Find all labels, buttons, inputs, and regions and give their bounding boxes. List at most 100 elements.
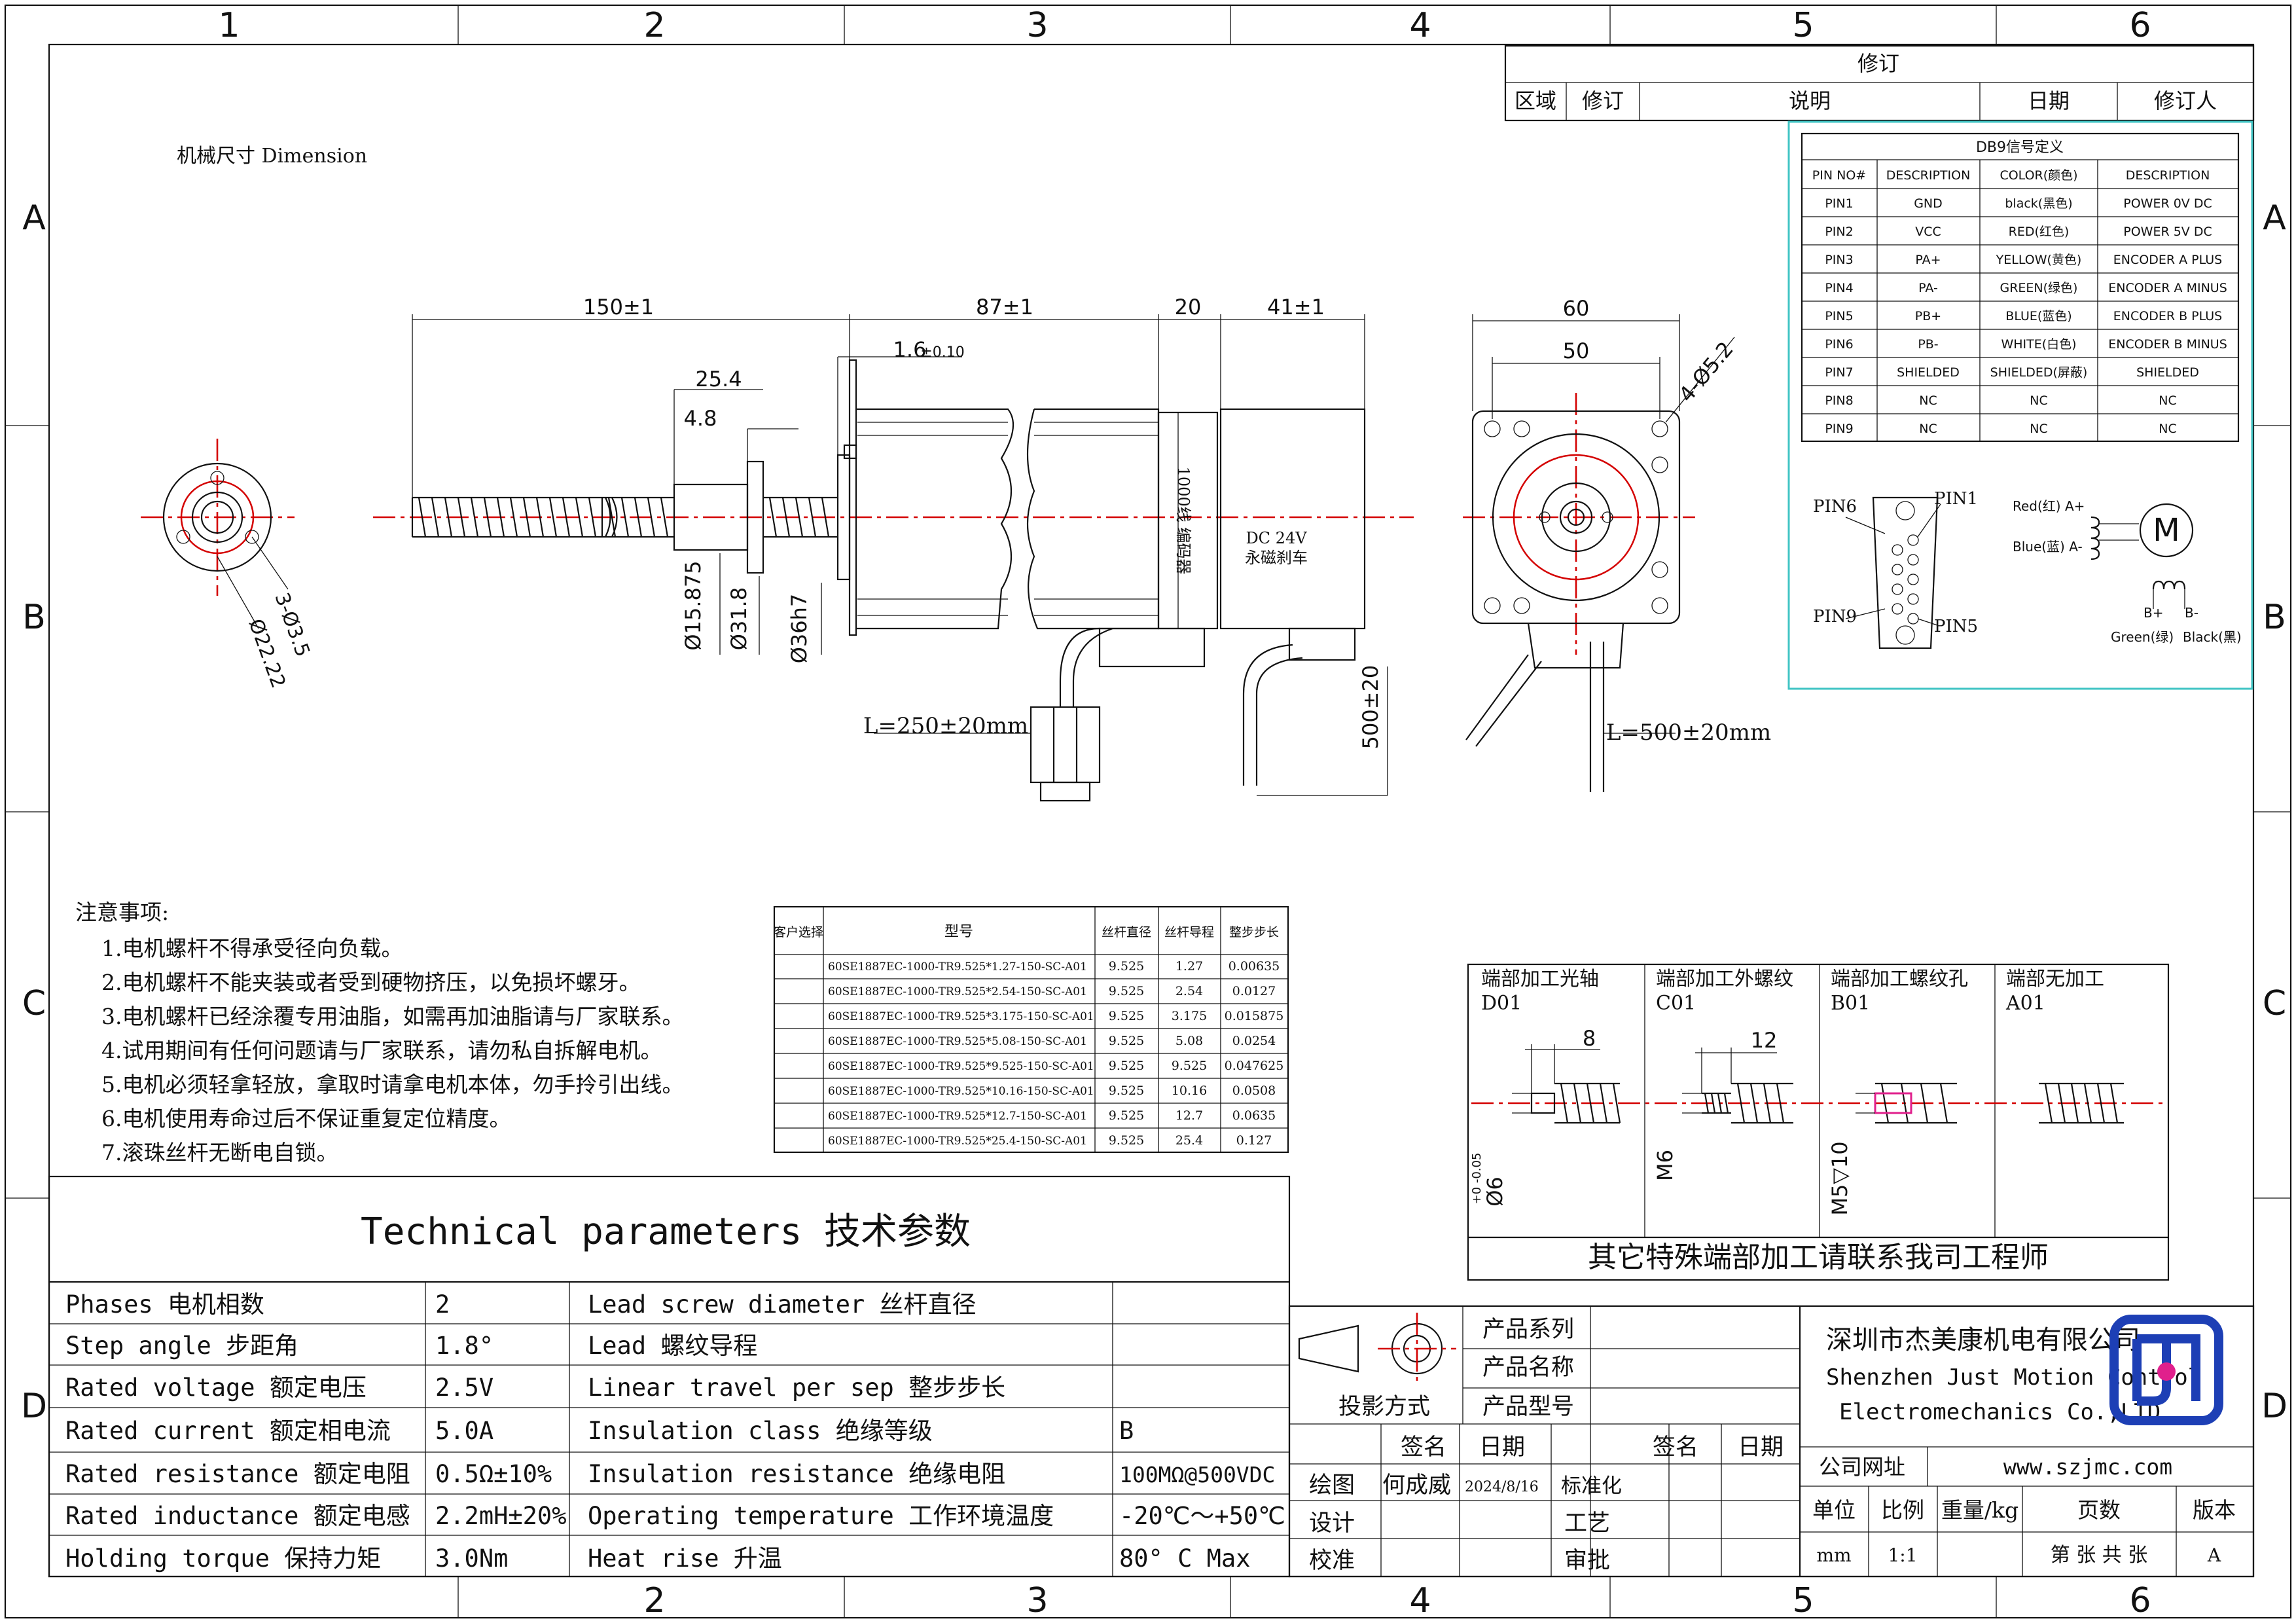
model-cell: 2.54	[1175, 984, 1203, 998]
end-title: 端部无加工	[2006, 968, 2104, 991]
db9-cell: PB+	[1915, 309, 1941, 323]
zone-col-4-bottom: 4	[1409, 1581, 1431, 1620]
note-item: 6.电机使用寿命过后不保证重复定位精度。	[101, 1106, 511, 1131]
title-block: 产品系列 产品名称 产品型号 投影方式 签名 日期 签名 日期 绘图 何成威 2…	[1288, 1305, 2255, 1578]
db9-cell: PIN2	[1825, 225, 1853, 239]
motor-coil-icon: M Red(红) A+ Blue(蓝) A- B+ B- Green(绿) Bl…	[2013, 498, 2242, 645]
db9-h-pin: PIN NO#	[1812, 168, 1866, 183]
tech-cell: 0.5Ω±10%	[435, 1460, 552, 1488]
tb-projection: 投影方式	[1338, 1394, 1430, 1420]
tb-approve: 审批	[1564, 1548, 1610, 1574]
projection-symbol-icon	[1298, 1313, 1456, 1385]
db9-cell: PIN7	[1825, 365, 1853, 380]
model-h-model: 型号	[944, 924, 973, 940]
db9-panel: DB9信号定义 PIN NO# DESCRIPTION COLOR(颜色) DE…	[1787, 120, 2253, 690]
tech-cell: Insulation class 绝缘等级	[588, 1417, 933, 1445]
company-name-en-1: Shenzhen Just Motion Control	[1826, 1364, 2201, 1391]
note-item: 1.电机螺杆不得承受径向负载。	[101, 936, 403, 961]
zone-col-2-bottom: 2	[643, 1581, 665, 1620]
model-cell: 0.0254	[1232, 1034, 1276, 1048]
model-h-dia: 丝杆直径	[1102, 925, 1151, 939]
model-h-select: 客户选择	[774, 925, 823, 939]
dimension-title: 机械尺寸 Dimension	[177, 145, 367, 168]
notes-title: 注意事项:	[75, 900, 169, 925]
db9-pin-label: PIN6	[1813, 497, 1857, 517]
model-cell: 9.525	[1172, 1059, 1207, 1073]
db9-cell: WHITE(白色)	[2001, 337, 2076, 352]
brake-label-2: 永磁刹车	[1245, 549, 1308, 567]
coil-label: Blue(蓝) A-	[2013, 539, 2083, 555]
db9-cell: ENCODER B PLUS	[2113, 309, 2222, 323]
end-screw-sketches	[1530, 1082, 2124, 1124]
model-cell: 0.0635	[1232, 1108, 1276, 1123]
tb-website: www.szjmc.com	[2003, 1454, 2172, 1480]
model-cell: 60SE1887EC-1000-TR9.525*2.54-150-SC-A01	[828, 985, 1087, 998]
tech-cell: B	[1119, 1417, 1134, 1445]
note-item: 2.电机螺杆不能夹装或者受到硬物挤压，以免损坏螺牙。	[101, 970, 641, 995]
db9-cell: ENCODER A MINUS	[2108, 281, 2227, 295]
note-item: 3.电机螺杆已经涂覆专用油脂，如需再加油脂请与厂家联系。	[101, 1004, 684, 1029]
company-name-en-2: Electromechanics Co.,LTD	[1839, 1399, 2161, 1425]
tech-cell: Lead screw diameter 丝杆直径	[588, 1290, 977, 1319]
model-cell: 60SE1887EC-1000-TR9.525*10.16-150-SC-A01	[828, 1085, 1094, 1098]
model-cell: 60SE1887EC-1000-TR9.525*12.7-150-SC-A01	[828, 1110, 1087, 1123]
tb-scale: 比例	[1881, 1497, 1924, 1523]
zone-ticks	[5, 5, 2291, 1618]
coil-label: B-	[2185, 605, 2198, 621]
end-title: 端部加工光轴	[1481, 968, 1599, 991]
screw-nut	[673, 460, 838, 574]
db9-h-desc2: DESCRIPTION	[2126, 168, 2210, 183]
tech-cell: 5.0A	[435, 1417, 493, 1445]
tech-cell: Rated voltage 额定电压	[65, 1374, 367, 1402]
db9-cell: NC	[1919, 393, 1937, 408]
tech-cell: 2.2mH±20%	[435, 1502, 566, 1530]
brake-label-1: DC 24V	[1246, 529, 1307, 547]
note-item: 5.电机必须轻拿轻放，拿取时请拿电机本体，勿手拎引出线。	[101, 1072, 684, 1097]
end-title: 端部加工外螺纹	[1656, 968, 1793, 991]
tb-name: 产品名称	[1482, 1355, 1574, 1381]
model-h-step: 整步步长	[1229, 925, 1279, 939]
end-title: 端部加工螺纹孔	[1831, 968, 1968, 991]
model-cell: 60SE1887EC-1000-TR9.525*25.4-150-SC-A01	[828, 1135, 1087, 1148]
dim-mount-holes: 4-Ø5.2	[1674, 337, 1738, 407]
db9-cell: PA+	[1915, 253, 1941, 267]
revision-h-rev: 修订	[1582, 88, 1624, 113]
model-cell: 1.27	[1175, 959, 1203, 974]
model-table: 客户选择 型号 丝杆直径 丝杆导程 整步步长 60SE1887EC-1000-T…	[773, 905, 1289, 1154]
lead-vertical-length: 500±20	[1358, 665, 1383, 750]
tech-cell: 100MΩ@500VDC	[1119, 1462, 1275, 1487]
zone-row-a: A	[22, 198, 46, 238]
model-cell: 9.525	[1109, 1034, 1144, 1048]
tb-check: 校准	[1309, 1548, 1355, 1574]
db9-cell: GND	[1914, 196, 1943, 211]
zone-col-3-bottom: 3	[1026, 1581, 1048, 1620]
zone-col-5-bottom: 5	[1792, 1581, 1814, 1620]
db9-cell: NC	[1919, 422, 1937, 436]
zone-labels: 1 2 3 4 5 6 2 3 4 5 6 A B C D A B C D	[21, 6, 2287, 1620]
model-cell: 9.525	[1109, 1108, 1144, 1123]
tb-pages-value: 第 张 共 张	[2051, 1544, 2148, 1567]
lead-encoder-length: L=250±20mm	[863, 713, 1028, 739]
db9-cell: PIN5	[1825, 309, 1853, 323]
model-cell: 9.525	[1109, 1133, 1144, 1148]
end-side-tolerance: +0 -0.05	[1470, 1153, 1484, 1205]
model-cell: 12.7	[1175, 1108, 1203, 1123]
tb-unit: 单位	[1812, 1497, 1856, 1523]
db9-cell: ENCODER A PLUS	[2113, 253, 2222, 267]
db9-cell: SHIELDED	[2136, 365, 2199, 380]
dim-flange-tolerance: ±0.10	[920, 344, 964, 361]
zone-row-b-right: B	[2263, 598, 2286, 637]
end-side-dim: M5▽10	[1827, 1141, 1852, 1215]
model-cell: 9.525	[1109, 1009, 1144, 1023]
tb-draw: 绘图	[1309, 1472, 1355, 1499]
db9-pin-label: PIN1	[1934, 489, 1978, 509]
zone-row-d: D	[21, 1387, 47, 1426]
db9-h-color: COLOR(颜色)	[2000, 168, 2077, 183]
revision-h-by: 修订人	[2154, 88, 2217, 113]
zone-col-6-bottom: 6	[2129, 1581, 2151, 1620]
end-side-dim: M6	[1653, 1150, 1677, 1181]
db9-cell: YELLOW(黄色)	[1996, 253, 2082, 267]
zone-row-b: B	[22, 598, 46, 637]
db9-cell: PIN6	[1825, 337, 1853, 352]
